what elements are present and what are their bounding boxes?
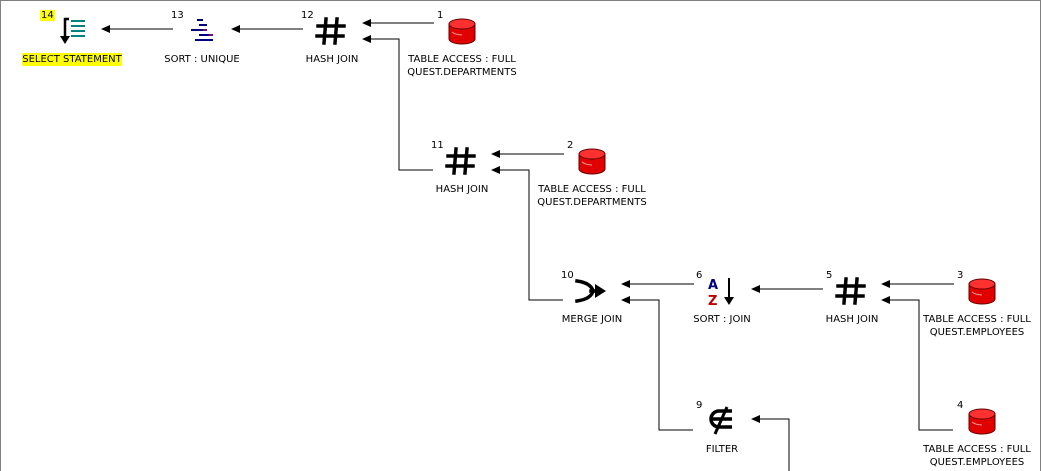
select-statement-icon[interactable] <box>55 15 87 47</box>
node-14-label[interactable]: SELECT STATEMENT <box>12 53 132 66</box>
node-2-number: 2 <box>567 140 574 151</box>
merge-join-icon[interactable] <box>575 275 607 307</box>
node-11-title: HASH JOIN <box>435 184 489 195</box>
filter-icon[interactable] <box>705 405 737 437</box>
node-9-title: FILTER <box>705 444 739 455</box>
hash-join-icon[interactable] <box>315 15 347 47</box>
node-13-label[interactable]: SORT : UNIQUE <box>142 53 262 66</box>
sort-unique-icon[interactable] <box>185 15 217 47</box>
node-14-number: 14 <box>40 10 55 21</box>
node-3-title: TABLE ACCESS : FULL <box>923 314 1031 325</box>
node-4-number: 4 <box>957 400 964 411</box>
node-1-label[interactable]: TABLE ACCESS : FULL QUEST.DEPARTMENTS <box>387 53 537 79</box>
node-10-title: MERGE JOIN <box>561 314 623 325</box>
node-12-label[interactable]: HASH JOIN <box>272 53 392 66</box>
node-3-label[interactable]: TABLE ACCESS : FULL QUEST.EMPLOYEES <box>914 313 1040 339</box>
sort-join-icon[interactable]: A Z <box>705 275 737 307</box>
node-5-number: 5 <box>826 270 833 281</box>
table-icon[interactable] <box>446 15 478 47</box>
node-13-title: SORT : UNIQUE <box>164 54 240 65</box>
edge-11-to-12 <box>362 35 433 171</box>
edge-child-to-9 <box>751 415 790 471</box>
node-2-object: QUEST.DEPARTMENTS <box>537 197 647 208</box>
node-3-object: QUEST.EMPLOYEES <box>929 327 1025 338</box>
hash-join-icon[interactable] <box>835 275 867 307</box>
node-11-number: 11 <box>431 140 444 151</box>
node-6-title: SORT : JOIN <box>693 314 751 325</box>
node-9-number: 9 <box>696 400 703 411</box>
node-6-number: 6 <box>696 270 703 281</box>
node-2-title: TABLE ACCESS : FULL <box>538 184 646 195</box>
edge-9-to-10 <box>621 296 693 431</box>
table-icon[interactable] <box>966 275 998 307</box>
node-4-title: TABLE ACCESS : FULL <box>923 444 1031 455</box>
node-2-label[interactable]: TABLE ACCESS : FULL QUEST.DEPARTMENTS <box>517 183 667 209</box>
node-14-title: SELECT STATEMENT <box>22 53 122 66</box>
node-3-number: 3 <box>957 270 964 281</box>
node-5-label[interactable]: HASH JOIN <box>792 313 912 326</box>
edge-4-to-5 <box>881 296 953 431</box>
node-12-number: 12 <box>301 10 314 21</box>
hash-join-icon[interactable] <box>445 145 477 177</box>
table-icon[interactable] <box>966 405 998 437</box>
node-1-object: QUEST.DEPARTMENTS <box>407 67 517 78</box>
node-4-label[interactable]: TABLE ACCESS : FULL QUEST.EMPLOYEES <box>914 443 1040 469</box>
node-6-label[interactable]: SORT : JOIN <box>662 313 782 326</box>
node-11-label[interactable]: HASH JOIN <box>402 183 522 196</box>
node-13-number: 13 <box>171 10 184 21</box>
svg-text:Z: Z <box>708 294 717 307</box>
svg-text:A: A <box>708 278 718 293</box>
node-12-title: HASH JOIN <box>305 54 359 65</box>
node-5-title: HASH JOIN <box>825 314 879 325</box>
node-10-label[interactable]: MERGE JOIN <box>532 313 652 326</box>
table-icon[interactable] <box>576 145 608 177</box>
edge-10-to-11 <box>491 166 563 301</box>
node-1-number: 1 <box>437 10 444 21</box>
node-10-number: 10 <box>561 270 574 281</box>
node-1-title: TABLE ACCESS : FULL <box>408 54 516 65</box>
node-4-object: QUEST.EMPLOYEES <box>929 457 1025 468</box>
node-9-label[interactable]: FILTER <box>662 443 782 456</box>
